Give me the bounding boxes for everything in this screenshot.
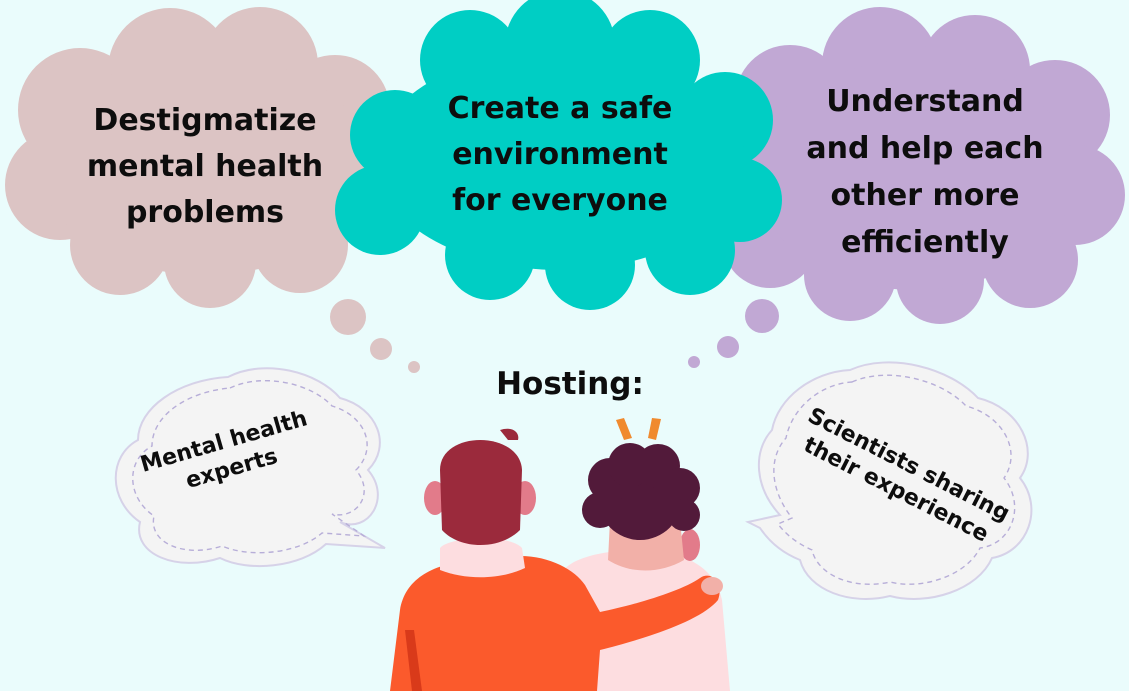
thought-dot-small <box>688 356 700 368</box>
hair <box>440 440 522 545</box>
goal-left-line-3: problems <box>125 195 285 230</box>
cloud-left-shape <box>5 7 407 308</box>
goal-understand-text: Understand and help each other more effi… <box>770 78 1080 266</box>
exclamation-icon <box>616 418 661 440</box>
goal-right-line-2: and help each <box>806 131 1044 166</box>
hand <box>701 577 723 595</box>
thought-dot-medium <box>370 338 392 360</box>
thought-cloud-center <box>335 0 782 310</box>
goal-right-line-4: efficiently <box>841 225 1009 260</box>
ear <box>424 481 446 515</box>
goal-safe-environment-text: Create a safe environment for everyone <box>410 86 710 224</box>
person-left <box>390 428 723 691</box>
thought-dot-large <box>330 299 366 335</box>
thought-cloud-left <box>5 7 420 373</box>
speech-bubble-left <box>114 367 386 568</box>
goal-destigmatize-text: Destigmatize mental health problems <box>60 98 350 236</box>
thought-dot-large <box>745 299 779 333</box>
goal-center-line-1: Create a safe <box>447 91 673 126</box>
speech-bubble-right <box>745 361 1033 600</box>
thought-dot-small <box>408 361 420 373</box>
ear <box>680 529 700 561</box>
goal-left-line-1: Destigmatize <box>93 103 317 138</box>
hosting-label: Hosting: <box>496 366 644 402</box>
goal-left-line-2: mental health <box>86 149 324 184</box>
goal-right-line-1: Understand <box>826 84 1024 119</box>
goal-right-line-3: other more <box>830 178 1020 213</box>
thought-dot-medium <box>717 336 739 358</box>
hair <box>582 443 700 540</box>
goal-center-line-3: for everyone <box>452 183 668 218</box>
goal-center-line-2: environment <box>452 137 668 172</box>
